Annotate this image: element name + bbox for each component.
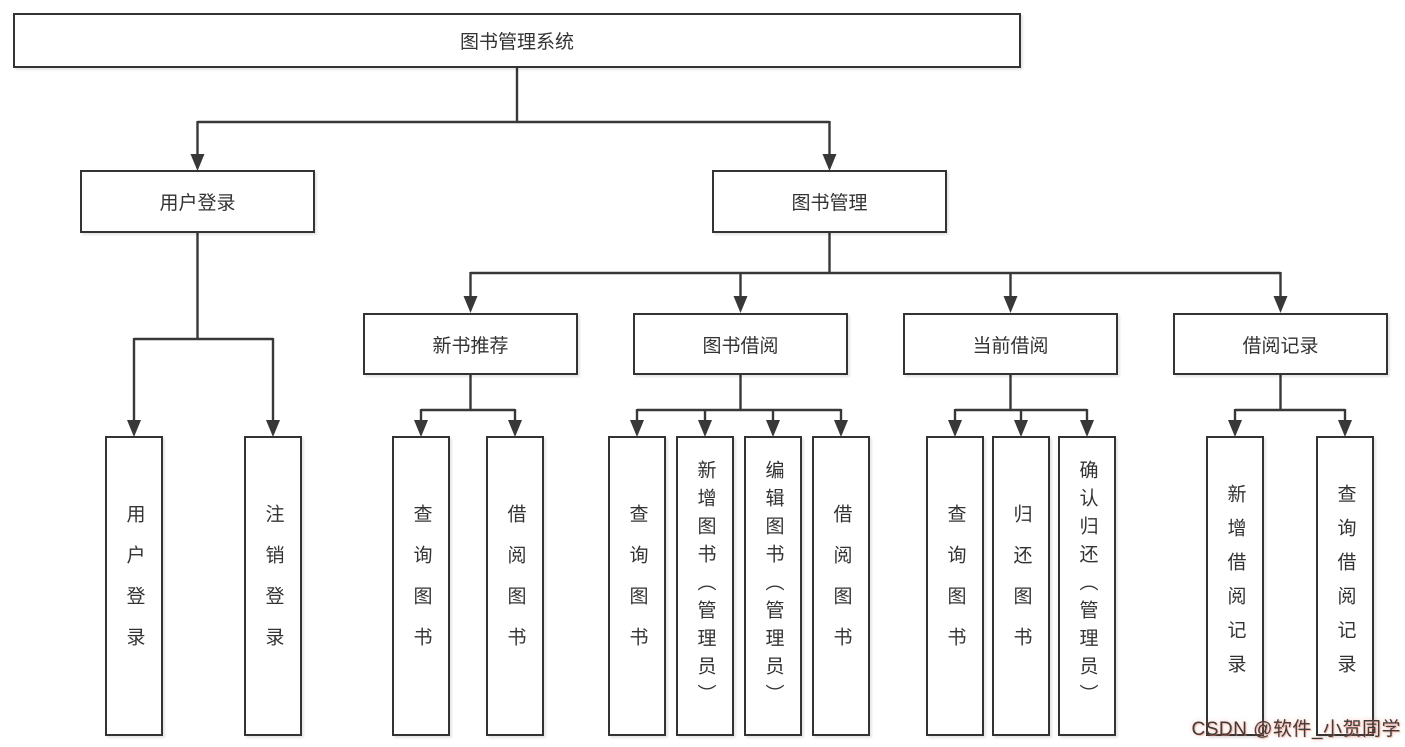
node-book-management: 图书管理 xyxy=(712,170,947,233)
arrowhead xyxy=(1080,420,1094,437)
arrowhead xyxy=(948,420,962,437)
watermark: CSDN @软件_小贺同学 xyxy=(1191,719,1401,740)
node-label: 图书管理系统 xyxy=(459,32,574,53)
arrowhead xyxy=(1273,296,1288,313)
leaf-query-borrow-record: 查询借阅记录 xyxy=(1316,436,1374,736)
arrowhead xyxy=(834,420,848,437)
node-label: 当前借阅 xyxy=(972,335,1049,357)
node-borrow-records: 借阅记录 xyxy=(1173,313,1388,375)
node-label: 新书推荐 xyxy=(432,335,509,357)
node-new-book-recommend: 新书推荐 xyxy=(363,313,578,375)
leaf-query-books-current: 查询图书 xyxy=(926,436,984,736)
node-label: 确认归还（管理员） xyxy=(1076,460,1098,712)
node-label: 编辑图书（管理员） xyxy=(762,460,784,712)
node-label: 用户登录 xyxy=(159,193,236,214)
arrowhead xyxy=(698,420,712,437)
arrowhead xyxy=(1338,420,1352,437)
node-label: 查询图书 xyxy=(944,504,966,668)
arrowhead xyxy=(1003,296,1018,313)
arrowhead xyxy=(266,420,280,437)
leaf-query-books-borrow: 查询图书 xyxy=(608,436,666,736)
node-label: 图书借阅 xyxy=(702,335,779,357)
node-user-login: 用户登录 xyxy=(80,170,315,233)
node-label: 图书管理 xyxy=(791,193,868,214)
arrowhead xyxy=(1014,420,1028,437)
node-label: 归还图书 xyxy=(1010,504,1032,668)
node-label: 用户登录 xyxy=(123,504,145,668)
node-current-borrow: 当前借阅 xyxy=(903,313,1118,375)
node-label: 借阅图书 xyxy=(830,504,852,668)
arrowhead xyxy=(414,420,428,437)
arrowhead xyxy=(463,296,478,313)
node-label: 新增借阅记录 xyxy=(1224,484,1246,688)
connector-path xyxy=(132,68,1347,423)
arrowhead xyxy=(733,296,748,313)
node-label: 注销登录 xyxy=(262,504,284,668)
leaf-user-login: 用户登录 xyxy=(105,436,163,736)
node-label: 查询图书 xyxy=(626,504,648,668)
leaf-add-book-admin: 新增图书（管理员） xyxy=(676,436,734,736)
leaf-logout: 注销登录 xyxy=(244,436,302,736)
arrowhead xyxy=(127,420,141,437)
node-label: 新增图书（管理员） xyxy=(694,460,716,712)
arrowhead xyxy=(190,154,205,171)
leaf-borrow-books-recommend: 借阅图书 xyxy=(486,436,544,736)
node-label: 查询借阅记录 xyxy=(1334,484,1356,688)
node-book-borrow: 图书借阅 xyxy=(633,313,848,375)
arrowhead xyxy=(630,420,644,437)
arrowhead xyxy=(822,154,837,171)
arrowhead xyxy=(508,420,522,437)
leaf-return-books: 归还图书 xyxy=(992,436,1050,736)
leaf-edit-book-admin: 编辑图书（管理员） xyxy=(744,436,802,736)
arrowhead xyxy=(1228,420,1242,437)
leaf-borrow-books: 借阅图书 xyxy=(812,436,870,736)
node-label: 借阅图书 xyxy=(504,504,526,668)
arrowhead xyxy=(766,420,780,437)
node-label: 借阅记录 xyxy=(1242,335,1319,357)
node-label: 查询图书 xyxy=(410,504,432,668)
leaf-confirm-return-admin: 确认归还（管理员） xyxy=(1058,436,1116,736)
leaf-query-books-recommend: 查询图书 xyxy=(392,436,450,736)
node-system-root: 图书管理系统 xyxy=(13,13,1021,68)
leaf-add-borrow-record: 新增借阅记录 xyxy=(1206,436,1264,736)
